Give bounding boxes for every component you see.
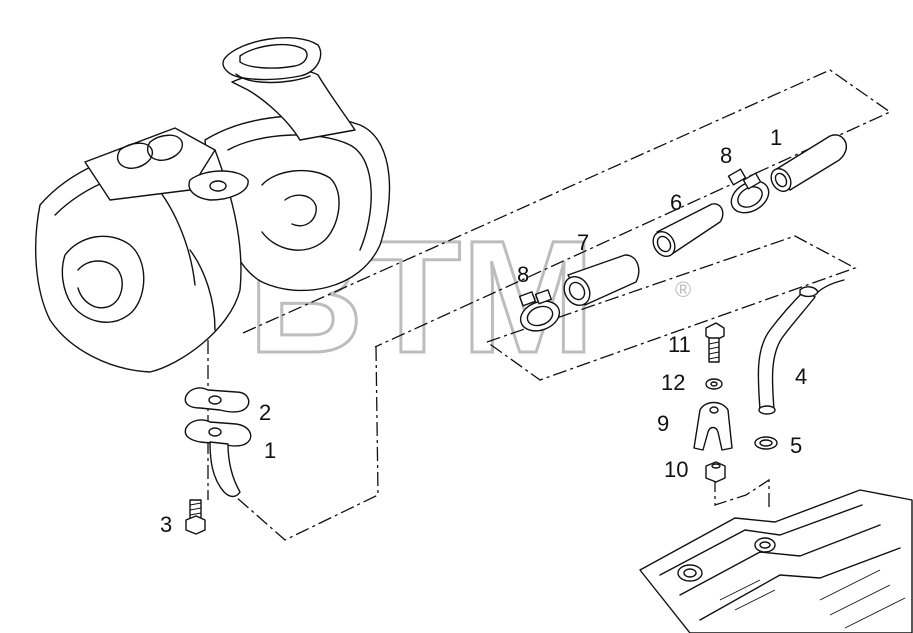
callout-6: 6 bbox=[670, 190, 682, 215]
part-5-o-ring bbox=[754, 436, 778, 450]
callout-12: 12 bbox=[661, 370, 685, 395]
callout-8-left: 8 bbox=[517, 262, 529, 287]
part-4-oil-pipe bbox=[757, 279, 845, 415]
callout-3: 3 bbox=[160, 512, 172, 537]
callout-1-bottom: 1 bbox=[264, 438, 276, 463]
callout-1-top: 1 bbox=[770, 125, 782, 150]
part-7-sleeve bbox=[563, 254, 640, 307]
callout-9: 9 bbox=[657, 411, 669, 436]
oil-return-leader bbox=[207, 340, 379, 541]
callouts: 1 8 6 7 8 4 11 12 9 5 10 2 1 3 bbox=[160, 125, 807, 537]
part-1-hose bbox=[770, 134, 847, 193]
part-8-clamp-upper bbox=[727, 168, 770, 214]
part-10-nut bbox=[705, 461, 726, 483]
part-9-fork-bracket bbox=[693, 401, 733, 451]
callout-2: 2 bbox=[259, 400, 271, 425]
callout-10: 10 bbox=[664, 457, 688, 482]
callout-7: 7 bbox=[577, 230, 589, 255]
assembly-outline-upper bbox=[242, 69, 892, 348]
callout-11: 11 bbox=[668, 332, 691, 357]
callout-8-top: 8 bbox=[720, 143, 732, 168]
part-12-washer bbox=[705, 378, 723, 390]
watermark-registered-mark: ® bbox=[675, 277, 691, 302]
part-11-bolt bbox=[705, 322, 725, 363]
callout-4: 4 bbox=[795, 364, 807, 389]
engine-block bbox=[639, 489, 913, 633]
turbocharger bbox=[34, 37, 391, 373]
part-6-sleeve bbox=[652, 203, 724, 258]
part-3-bolt bbox=[185, 499, 206, 535]
part-8-clamp-lower bbox=[518, 289, 561, 332]
bracket-leader bbox=[714, 478, 770, 510]
callout-5: 5 bbox=[790, 433, 802, 458]
part-2-gasket bbox=[184, 387, 250, 413]
assembly-outline-lower bbox=[486, 235, 857, 381]
part-1-flanged-pipe bbox=[184, 419, 252, 498]
